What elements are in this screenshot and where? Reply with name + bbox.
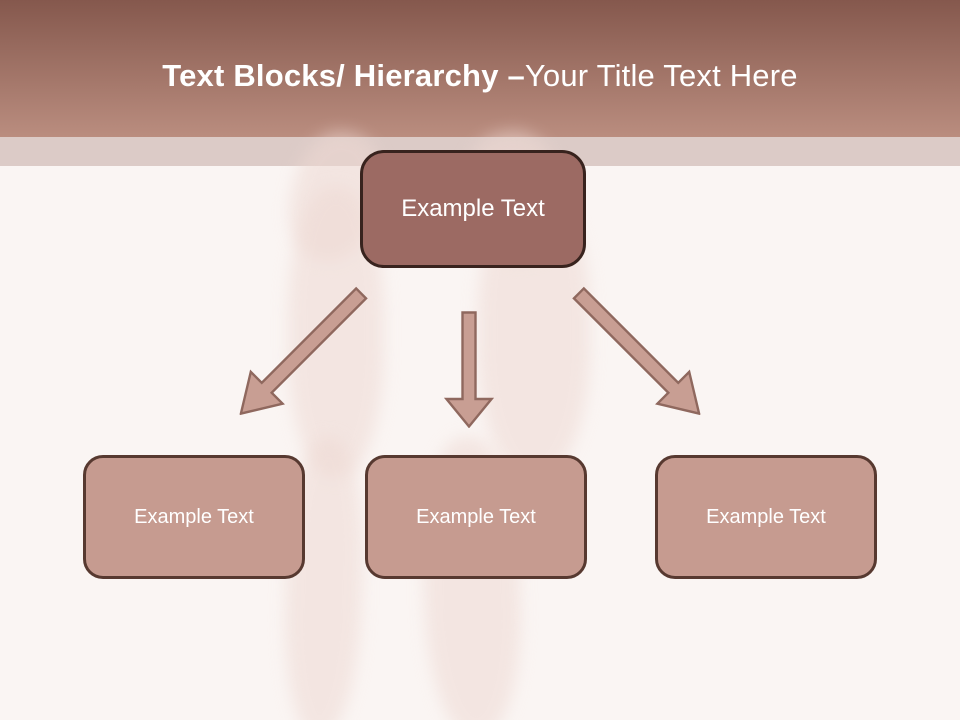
hierarchy-child-label-2: Example Text (416, 505, 536, 528)
hierarchy-child-box-1: Example Text (83, 455, 305, 579)
arrow-down-icon (444, 311, 494, 428)
hierarchy-child-label-1: Example Text (134, 505, 254, 528)
hierarchy-child-label-3: Example Text (706, 505, 826, 528)
slide-title-secondary: Your Title Text Here (524, 57, 798, 93)
hierarchy-root-label: Example Text (401, 195, 545, 222)
arrow-down-right-icon (560, 275, 718, 433)
hierarchy-child-box-3: Example Text (655, 455, 877, 579)
slide-title: Text Blocks/ Hierarchy – Your Title Text… (0, 0, 960, 137)
slide-title-primary: Text Blocks/ Hierarchy – (162, 57, 525, 93)
header-band (0, 0, 960, 137)
hierarchy-child-box-2: Example Text (365, 455, 587, 579)
hierarchy-root-box: Example Text (360, 150, 586, 268)
arrow-down-left-icon (222, 275, 380, 433)
